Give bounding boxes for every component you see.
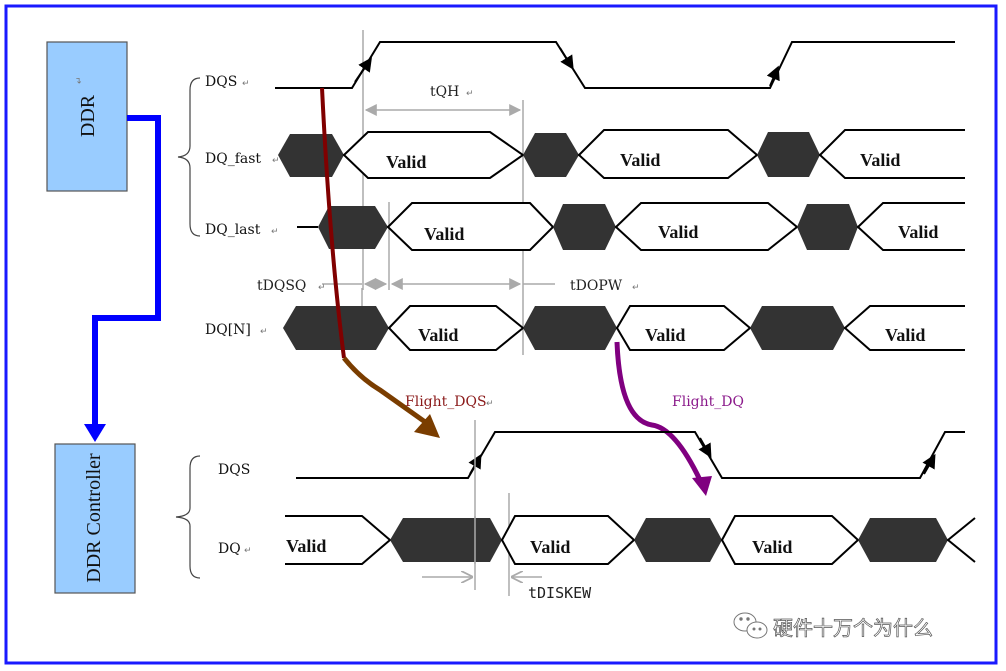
tdopw-label: tDOPW (570, 278, 623, 294)
return-mark: ↵ (242, 79, 250, 89)
valid-segment (342, 131, 525, 179)
invalid-segment (634, 518, 722, 562)
return-mark: ↵ (632, 283, 640, 293)
flight-dqs-label: Flight_DQS (405, 394, 487, 410)
valid-label: Valid (530, 537, 570, 557)
signal-label-dq-n: DQ[N] (205, 322, 251, 338)
tqh-label: tQH (430, 84, 459, 100)
ddr-controller-block: DDR Controller (54, 443, 136, 594)
top-brace (177, 77, 201, 237)
ddr-block-return-mark: ↵ (75, 76, 85, 84)
bottom-brace (175, 455, 201, 579)
valid-label: Valid (286, 536, 326, 556)
return-mark: ↵ (260, 327, 268, 337)
invalid-segment (858, 518, 948, 562)
watermark-text: 硬件十万个为什么 (773, 616, 933, 640)
valid-label: Valid (424, 224, 464, 244)
invalid-segment (757, 132, 820, 177)
invalid-segment (390, 518, 502, 562)
invalid-segment (318, 206, 388, 249)
return-mark: ↵ (272, 156, 280, 166)
dq-last-waveform (297, 202, 965, 251)
valid-label: Valid (885, 325, 925, 345)
signal-label-dqs-top: DQS (205, 74, 237, 90)
signal-label-dq-bottom: DQ (218, 541, 241, 557)
controller-block-label: DDR Controller (83, 453, 105, 583)
watermark: 硬件十万个为什么 (733, 612, 933, 640)
invalid-segment (523, 306, 617, 350)
valid-label: Valid (898, 222, 938, 242)
signal-label-dqs-bottom: DQS (218, 462, 250, 478)
valid-labels-top: Valid Valid Valid Valid Valid Valid Vali… (386, 150, 938, 345)
valid-label: Valid (752, 537, 792, 557)
dq-bottom-waveform (285, 515, 976, 565)
return-mark: ↵ (318, 283, 326, 293)
valid-label: Valid (418, 325, 458, 345)
flight-dq-label: Flight_DQ (672, 394, 744, 410)
ddr-block: ↵ DDR (46, 41, 128, 192)
signal-label-dq-fast: DQ_fast (205, 151, 261, 167)
dqs-bottom-waveform (296, 431, 965, 479)
valid-segment (614, 202, 799, 251)
invalid-segment (797, 204, 858, 250)
dqs-top-waveform (275, 41, 955, 89)
ddr-block-label: DDR (77, 94, 99, 137)
invalid-segment (523, 133, 579, 177)
invalid-segment (750, 306, 845, 350)
valid-label: Valid (645, 325, 685, 345)
invalid-segment (278, 134, 344, 177)
valid-segment (386, 202, 555, 251)
valid-label: Valid (860, 150, 900, 170)
valid-label: Valid (620, 150, 660, 170)
return-mark: ↵ (466, 89, 474, 99)
signal-label-dq-last: DQ_last (205, 222, 261, 238)
dq-fast-waveform (278, 129, 965, 179)
valid-label: Valid (386, 152, 426, 172)
invalid-segment (553, 204, 616, 250)
timing-guides-bottom (474, 420, 510, 596)
dq-n-waveform (283, 305, 965, 351)
tdiskew-label: tDISKEW (528, 584, 592, 602)
outer-frame (4, 4, 998, 665)
bus-arrow (84, 115, 161, 442)
flight-dq-arrow (614, 341, 712, 496)
tdqsq-label: tDQSQ (257, 278, 306, 294)
valid-label: Valid (658, 222, 698, 242)
return-mark: ↵ (244, 546, 252, 556)
flight-dqs-arrow (320, 87, 440, 438)
return-mark: ↵ (271, 227, 279, 237)
valid-segment (577, 129, 759, 179)
wechat-icon (733, 612, 768, 639)
invalid-segment (283, 306, 389, 350)
return-mark: ↵ (486, 399, 494, 409)
